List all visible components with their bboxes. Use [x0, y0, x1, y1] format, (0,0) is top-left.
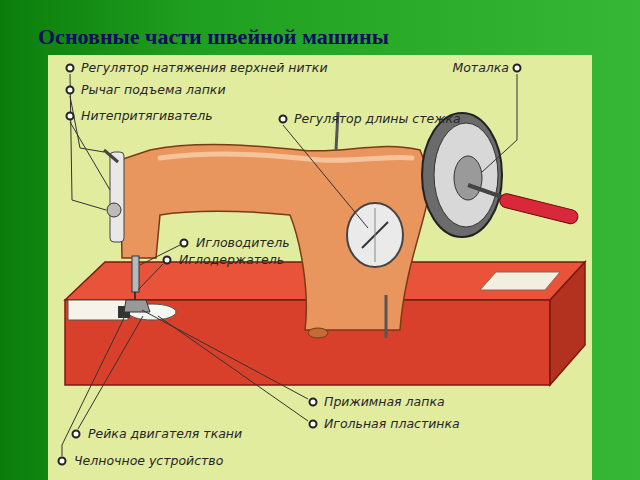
leader-line	[482, 74, 517, 172]
part-label: Моталка	[451, 61, 510, 75]
callout-dots	[59, 65, 521, 465]
part-label: Иглодержатель	[178, 253, 285, 267]
callout-dot	[514, 65, 521, 72]
part-label: Игловодитель	[195, 236, 291, 250]
handwheel-face	[434, 123, 498, 227]
winder	[454, 156, 482, 200]
leader-line	[70, 96, 104, 152]
base-side	[550, 262, 585, 385]
callout-dot	[73, 431, 80, 438]
leader-line	[138, 264, 163, 290]
leader-line	[283, 125, 368, 228]
regulator-scale	[375, 208, 376, 262]
presser-foot	[124, 300, 150, 312]
machine-body	[120, 145, 430, 330]
leader-lines	[62, 74, 517, 456]
body-screw	[308, 328, 328, 338]
leader-line	[78, 316, 143, 429]
base-plate	[480, 272, 560, 290]
crank-handle	[498, 192, 579, 225]
callout-dot	[181, 240, 188, 247]
part-label: Рейка двигателя ткани	[87, 427, 243, 441]
part-label: Нитепритягиватель	[80, 109, 214, 123]
callout-dot	[310, 399, 317, 406]
take-up-lever	[110, 152, 124, 242]
body-highlight	[160, 154, 412, 160]
part-label: Игольная пластинка	[323, 417, 461, 431]
tension-knob	[107, 203, 121, 217]
part-label: Регулятор длины стежка	[293, 112, 462, 126]
callout-dot	[59, 458, 66, 465]
part-label: Рычаг подъема лапки	[80, 83, 227, 97]
callout-dot	[67, 65, 74, 72]
title: Основные части швейной машины	[38, 24, 389, 50]
leader-line	[70, 122, 110, 190]
spool-pin	[385, 295, 388, 338]
needle-bar	[132, 256, 139, 292]
callout-dot	[67, 87, 74, 94]
callout-dot	[164, 257, 171, 264]
lift-lever	[104, 150, 118, 162]
part-label: Прижимная лапка	[323, 395, 446, 409]
callout-dot	[310, 421, 317, 428]
part-label: Челночное устройство	[73, 454, 224, 468]
picture-panel	[48, 55, 592, 480]
callout-dot	[280, 116, 287, 123]
leader-line	[142, 310, 308, 399]
part-label: Регулятор натяжения верхней нитки	[80, 61, 329, 75]
callout-dot	[67, 113, 74, 120]
handwheel	[422, 113, 502, 237]
leader-line	[140, 245, 180, 265]
crank-arm	[468, 185, 505, 198]
leader-line	[158, 316, 308, 421]
